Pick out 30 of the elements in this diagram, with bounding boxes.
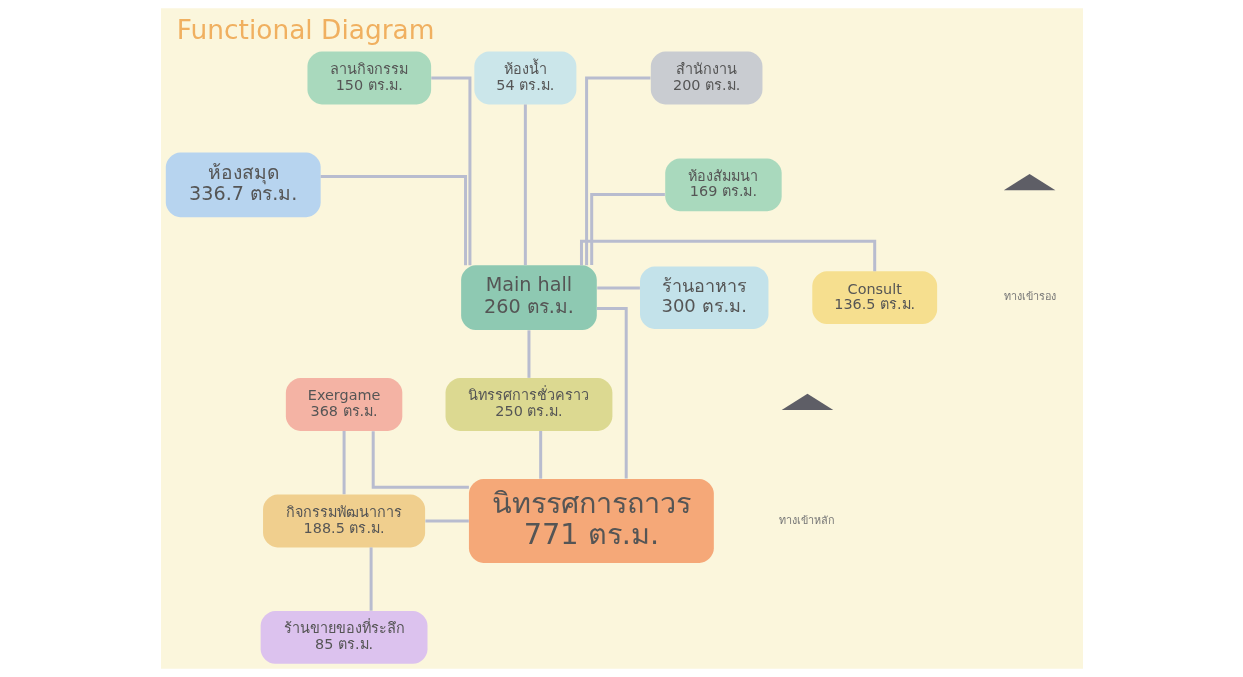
connector <box>579 239 876 272</box>
node-box: Main hall 260 ตร.ม. <box>460 265 597 331</box>
connector <box>596 286 640 290</box>
connector <box>584 76 650 266</box>
node-box: ห้องน้ำ 54 ตร.ม. <box>473 51 576 105</box>
connector <box>342 430 346 495</box>
connector <box>371 431 469 489</box>
node-box: นิทรรศการชั่วคราว 250 ตร.ม. <box>445 378 612 431</box>
diagram-title: Functional Diagram <box>176 14 434 46</box>
connector <box>526 330 530 378</box>
label: ทางเข้ารอง <box>1003 290 1056 304</box>
connector <box>538 430 542 479</box>
node-box: Consult 136.5 ตร.ม. <box>811 271 937 325</box>
connector <box>424 519 469 523</box>
node-box: ลานกิจกรรม 150 ตร.ม. <box>306 51 431 105</box>
node-box: ห้องสมุด 336.7 ตร.ม. <box>165 152 321 218</box>
connector <box>596 307 628 479</box>
connector <box>523 104 527 265</box>
label: ทางเข้าหลัก <box>778 513 835 527</box>
node-box: ร้านอาหาร 300 ตร.ม. <box>639 266 768 329</box>
node-box: ร้านขายของที่ระลึก 85 ตร.ม. <box>260 611 427 664</box>
connector <box>430 76 471 266</box>
connector <box>589 192 665 265</box>
node-box: Exergame 368 ตร.ม. <box>285 378 402 431</box>
connector <box>320 174 467 266</box>
node-box: ห้องสัมมนา 169 ตร.ม. <box>664 158 782 212</box>
node-box: สำนักงาน 200 ตร.ม. <box>650 51 762 105</box>
node-box: กิจกรรมพัฒนาการ 188.5 ตร.ม. <box>262 494 425 548</box>
node-box: นิทรรศการถาวร 771 ตร.ม. <box>468 478 714 563</box>
connector <box>369 547 373 611</box>
